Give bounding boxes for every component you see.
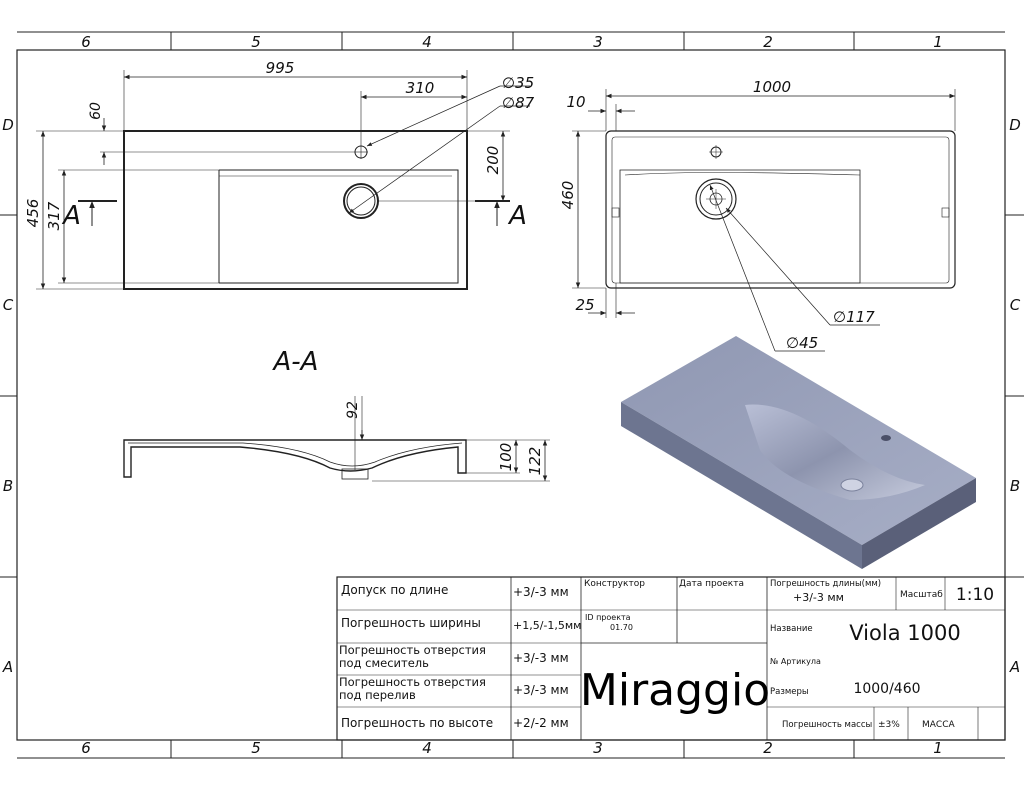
row-labels-left: D C B A — [2, 116, 14, 676]
mass-error-label: Погрешность массы — [782, 720, 872, 730]
tol-value-mixer: +3/-3 мм — [513, 651, 569, 665]
article-label: № Артикула — [770, 657, 821, 666]
date-label: Дата проекта — [679, 579, 744, 589]
name-label: Название — [770, 624, 813, 634]
tol-label-height: Погрешность по высоте — [341, 716, 493, 730]
dim-10: 10 — [566, 93, 585, 111]
tol-value-height: +2/-2 мм — [513, 716, 569, 730]
col-label: 4 — [422, 739, 432, 757]
tol-value-width: +1,5/-1,5мм — [513, 619, 581, 632]
section-mark-right: A — [507, 201, 527, 231]
tol-label-overflow: Погрешность отверстия под перелив — [339, 676, 486, 702]
length-error-label: Погрешность длины(мм) — [770, 579, 881, 589]
col-label: 2 — [763, 33, 773, 51]
sink-3d-render — [621, 336, 976, 569]
row-label: B — [1010, 477, 1020, 495]
dia-35: ∅35 — [502, 74, 534, 92]
section-mark-left: A — [61, 201, 81, 231]
dim-1000: 1000 — [753, 78, 791, 96]
section-title: A-A — [272, 347, 319, 377]
dim-122: 122 — [526, 447, 544, 476]
project-id-label: ID проекта — [585, 613, 631, 622]
tol-value-length: +3/-3 мм — [513, 585, 569, 599]
col-label: 4 — [422, 33, 432, 51]
section-view: A-A 92 100 122 — [123, 347, 550, 482]
front-view: 10 1000 460 25 ∅117 ∅45 — [559, 78, 956, 352]
column-labels-bottom: 6 5 4 3 2 1 — [81, 739, 943, 757]
col-label: 3 — [593, 739, 603, 757]
designer-label: Конструктор — [584, 579, 645, 589]
tol-label-length: Допуск по длине — [341, 583, 448, 597]
col-label: 3 — [593, 33, 603, 51]
dia-45: ∅45 — [786, 334, 818, 352]
dim-317: 317 — [45, 201, 63, 230]
row-label: B — [3, 477, 13, 495]
col-label: 6 — [81, 33, 91, 51]
col-label: 5 — [251, 33, 261, 51]
brand-logo: Miraggio — [580, 665, 770, 716]
col-label: 5 — [251, 739, 261, 757]
col-label: 1 — [933, 33, 943, 51]
dim-100: 100 — [497, 443, 515, 472]
drawing-frame — [0, 31, 1024, 759]
size-value: 1000/460 — [853, 681, 920, 697]
dim-length: 995 — [266, 59, 295, 77]
tol-value-overflow: +3/-3 мм — [513, 683, 569, 697]
dia-87: ∅87 — [502, 94, 535, 112]
length-error-value: +3/-3 мм — [793, 591, 844, 604]
row-label: A — [2, 658, 13, 676]
mass-error-value: ±3% — [878, 720, 900, 730]
dim-60: 60 — [88, 102, 104, 120]
scale-value: 1:10 — [956, 585, 994, 605]
row-label: A — [1009, 658, 1020, 676]
mass-label: МАССА — [922, 720, 955, 730]
dim-460: 460 — [559, 181, 577, 210]
dim-310: 310 — [406, 79, 435, 97]
top-view: 995 310 60 456 317 200 ∅35 ∅87 A A — [24, 59, 535, 290]
row-label: C — [3, 296, 14, 314]
row-labels-right: D C B A — [1009, 116, 1021, 676]
row-label: C — [1010, 296, 1021, 314]
tol-label-width: Погрешность ширины — [341, 616, 481, 630]
size-label: Размеры — [770, 687, 809, 697]
col-label: 1 — [933, 739, 943, 757]
project-id-value: 01.70 — [610, 623, 633, 632]
tol-label-mixer: Погрешность отверстия под смеситель — [339, 644, 486, 670]
scale-label: Масштаб — [900, 590, 943, 600]
dim-200: 200 — [484, 146, 502, 175]
row-label: D — [1009, 116, 1021, 134]
dim-456: 456 — [24, 199, 42, 228]
product-name: Viola 1000 — [849, 621, 960, 645]
title-block: Допуск по длине +3/-3 мм Погрешность шир… — [336, 576, 1006, 741]
dim-25: 25 — [575, 296, 594, 314]
row-label: D — [2, 116, 14, 134]
col-label: 2 — [763, 739, 773, 757]
dim-92: 92 — [345, 401, 361, 419]
dia-117: ∅117 — [833, 308, 875, 326]
column-labels-top: 6 5 4 3 2 1 — [81, 33, 943, 51]
col-label: 6 — [81, 739, 91, 757]
